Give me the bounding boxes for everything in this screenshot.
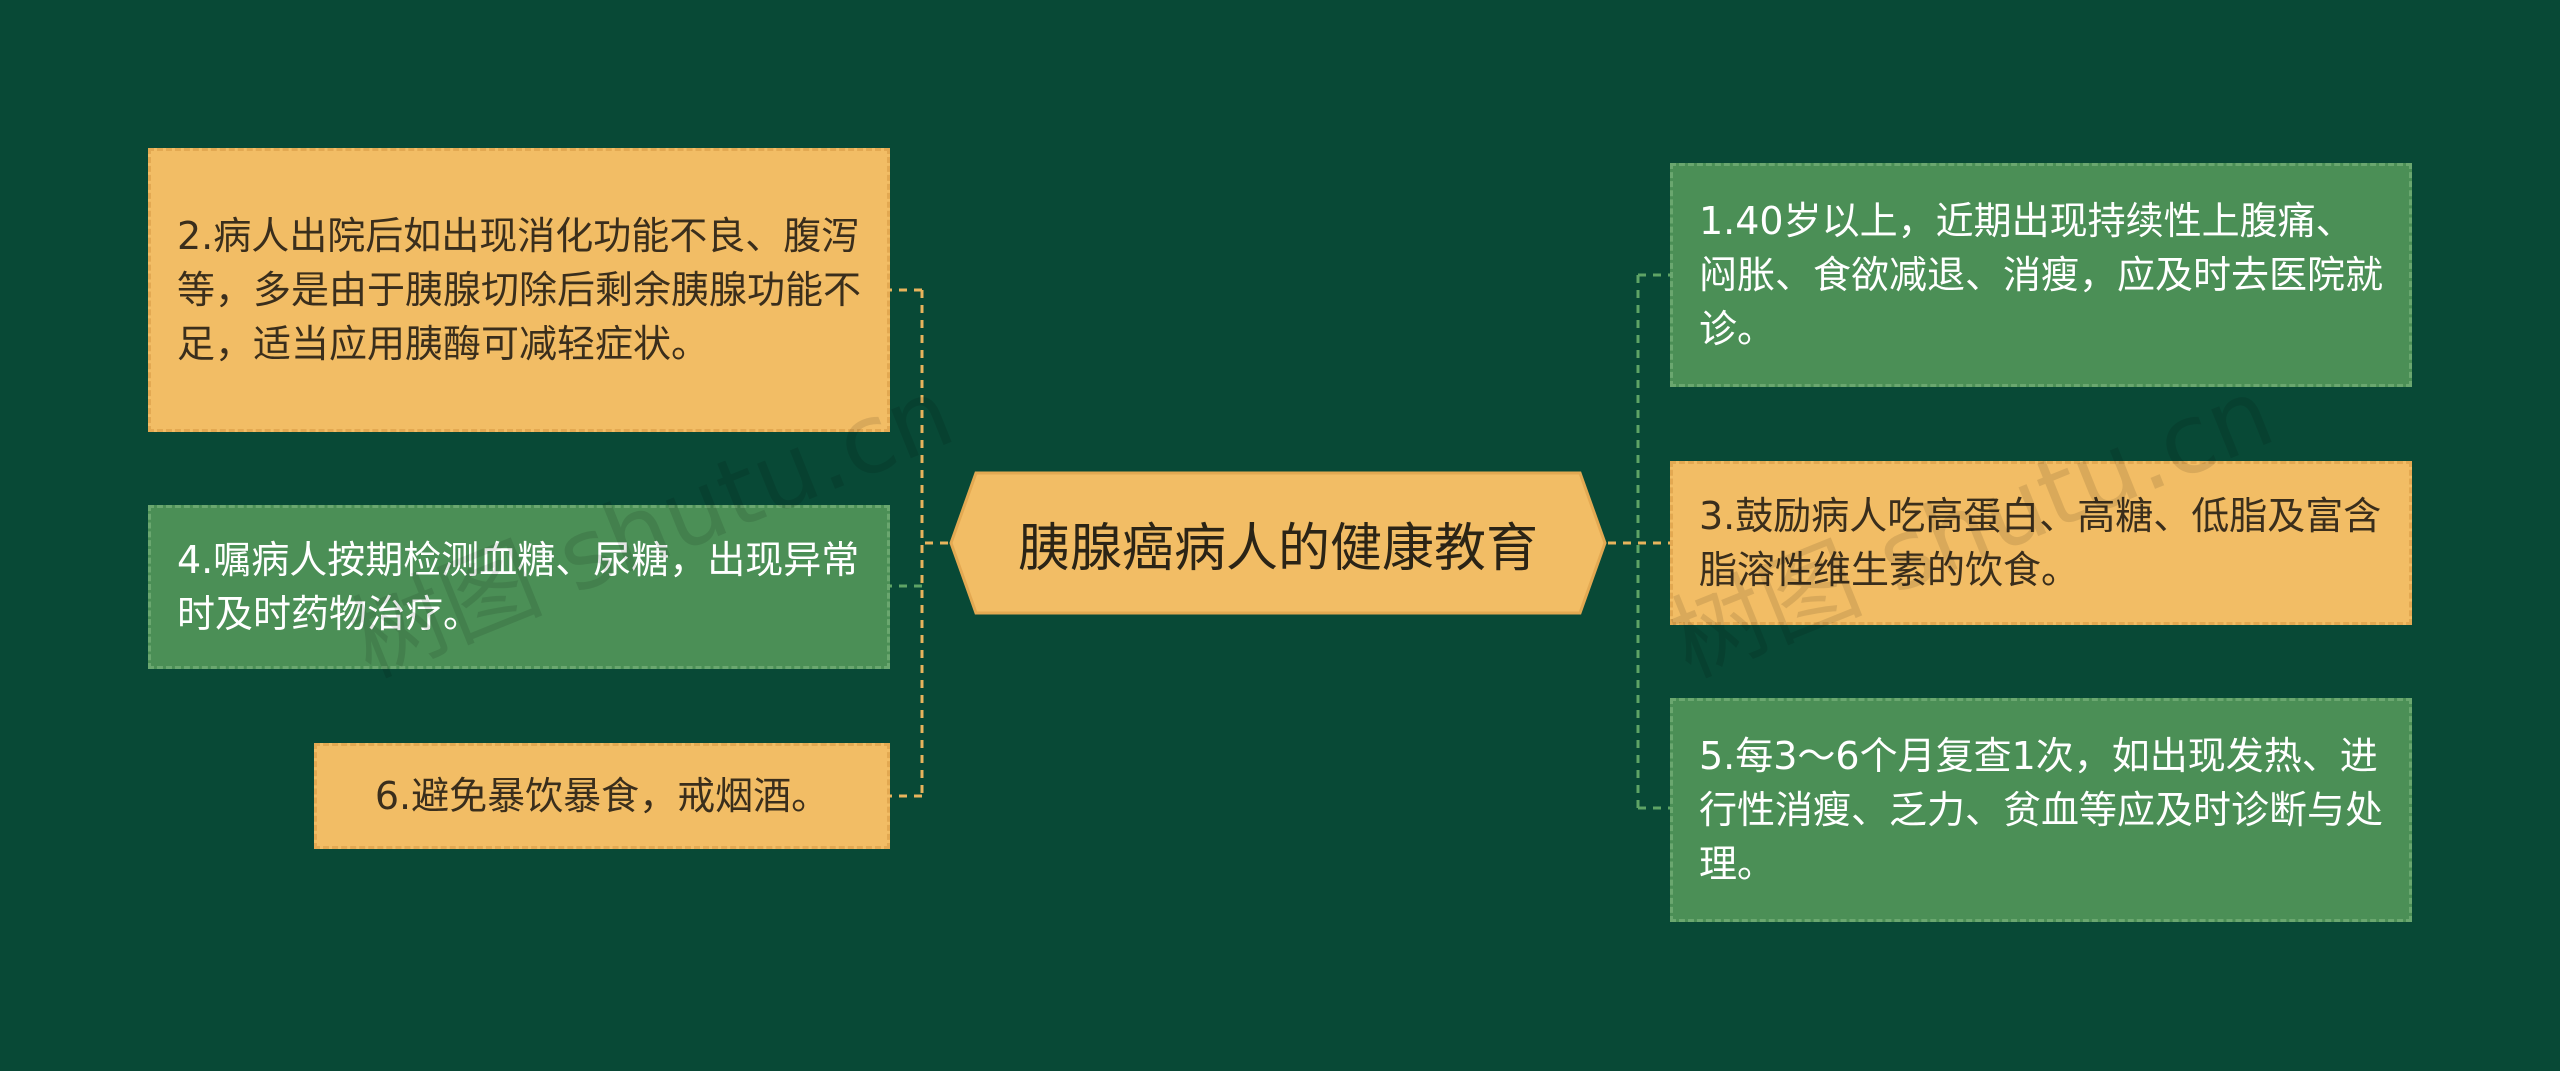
- left-node-1-text: 2.病人出院后如出现消化功能不良、腹泻等，多是由于胰腺切除后剩余胰腺功能不足，适…: [177, 214, 862, 366]
- right-node-2-text: 3.鼓励病人吃高蛋白、高糖、低脂及富含脂溶性维生素的饮食。: [1699, 494, 2382, 592]
- central-topic-title: 胰腺癌病人的健康教育: [1017, 518, 1538, 579]
- right-node-2[interactable]: 3.鼓励病人吃高蛋白、高糖、低脂及富含脂溶性维生素的饮食。: [1670, 461, 2412, 625]
- left-node-3-text: 6.避免暴饮暴食，戒烟酒。: [374, 774, 830, 818]
- left-node-2-text: 4.嘱病人按期检测血糖、尿糖，出现异常时及时药物治疗。: [177, 538, 860, 636]
- right-node-3[interactable]: 5.每3～6个月复查1次，如出现发热、进行性消瘦、乏力、贫血等应及时诊断与处理。: [1670, 698, 2412, 922]
- right-node-1-text: 1.40岁以上，近期出现持续性上腹痛、闷胀、食欲减退、消瘦，应及时去医院就诊。: [1699, 199, 2384, 351]
- central-topic[interactable]: 胰腺癌病人的健康教育: [948, 470, 1608, 616]
- right-node-3-text: 5.每3～6个月复查1次，如出现发热、进行性消瘦、乏力、贫血等应及时诊断与处理。: [1699, 734, 2384, 886]
- right-node-1[interactable]: 1.40岁以上，近期出现持续性上腹痛、闷胀、食欲减退、消瘦，应及时去医院就诊。: [1670, 163, 2412, 387]
- central-topic-shape: [949, 471, 1607, 615]
- left-node-3[interactable]: 6.避免暴饮暴食，戒烟酒。: [314, 743, 890, 849]
- left-node-2[interactable]: 4.嘱病人按期检测血糖、尿糖，出现异常时及时药物治疗。: [148, 505, 890, 669]
- left-node-1[interactable]: 2.病人出院后如出现消化功能不良、腹泻等，多是由于胰腺切除后剩余胰腺功能不足，适…: [148, 148, 890, 432]
